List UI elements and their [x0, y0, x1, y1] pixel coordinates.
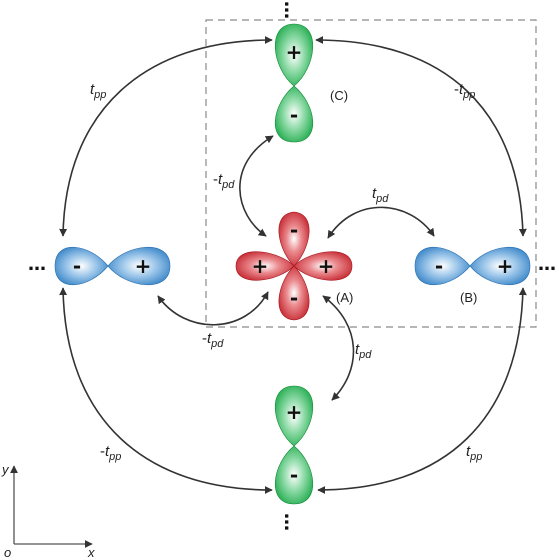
- label-top-orbital: (C): [330, 88, 348, 103]
- left-p-orbital: - +: [54, 246, 171, 286]
- center-d-orbital: - - + +: [235, 211, 353, 321]
- arc-center-top: [239, 135, 274, 237]
- minus-sign: -: [290, 286, 298, 310]
- arc-center-left: [157, 291, 269, 326]
- plus-sign: +: [252, 254, 269, 278]
- hopping-label-center-right: tpd: [372, 185, 389, 205]
- axis-label-x: x: [87, 545, 95, 560]
- ellipsis-right: …: [538, 254, 556, 275]
- label-center-orbital: (A): [336, 290, 353, 305]
- plus-sign: +: [286, 40, 303, 64]
- hopping-label-top-left: tpp: [90, 81, 106, 101]
- minus-sign: -: [435, 254, 443, 278]
- axis-label-origin: o: [4, 545, 11, 560]
- arc-top-right: [315, 36, 527, 237]
- plus-sign: +: [318, 254, 335, 278]
- hopping-label-center-left: -tpd: [202, 330, 224, 350]
- coordinate-axes: y x o: [1, 462, 95, 560]
- right-p-orbital: - +: [414, 246, 531, 286]
- arc-bottom-left: [59, 287, 273, 494]
- arc-top-left: [59, 36, 273, 237]
- arc-center-bottom: [322, 295, 355, 401]
- hopping-label-top-right: -tpp: [454, 81, 475, 101]
- hopping-label-bottom-left: -tpp: [100, 443, 121, 463]
- ellipsis-left: …: [28, 254, 46, 275]
- hopping-label-center-top: -tpd: [213, 171, 235, 191]
- minus-sign: -: [290, 103, 298, 127]
- minus-sign: -: [290, 463, 298, 487]
- minus-sign: -: [290, 218, 298, 242]
- bottom-p-orbital: + -: [274, 385, 314, 505]
- plus-sign: +: [497, 254, 514, 278]
- hopping-label-bottom-right: tpp: [466, 443, 482, 463]
- hopping-label-center-bottom: tpd: [355, 341, 372, 361]
- label-right-orbital: (B): [460, 290, 477, 305]
- arc-center-right: [327, 206, 435, 239]
- axis-label-y: y: [1, 462, 10, 477]
- plus-sign: +: [286, 400, 303, 424]
- top-p-orbital: + -: [274, 23, 314, 143]
- plus-sign: +: [135, 254, 152, 278]
- arc-bottom-right: [317, 287, 527, 494]
- ellipsis-bottom: …: [280, 513, 301, 531]
- minus-sign: -: [73, 254, 81, 278]
- ellipsis-top: …: [280, 1, 301, 19]
- unit-cell-box: [205, 19, 537, 328]
